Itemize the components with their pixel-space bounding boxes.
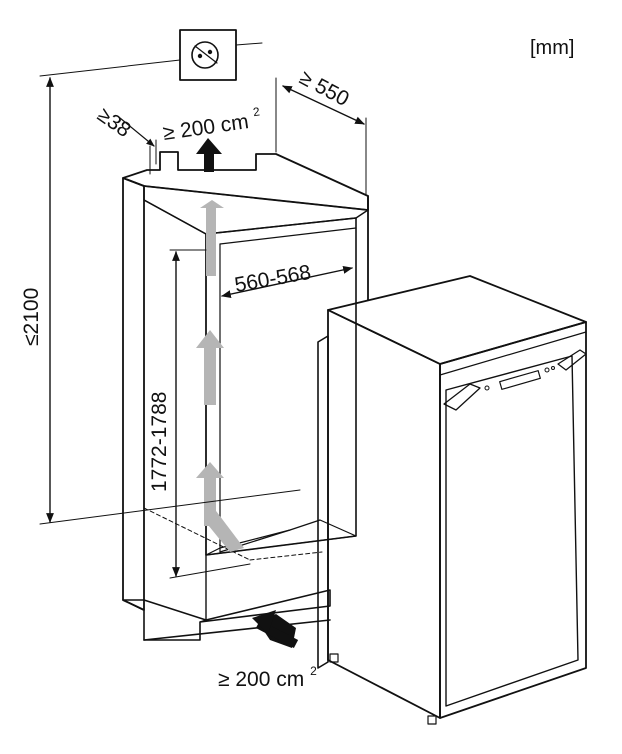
- vent-arrow-top: [196, 138, 222, 172]
- niche-height-label: 1772-1788: [148, 392, 171, 492]
- ventilation-bottom-value: ≥ 200 cm: [218, 668, 304, 691]
- airflow-arrow-bottom: [204, 495, 244, 552]
- depth-gap-label: ≥38: [93, 103, 135, 142]
- ventilation-arrows: [196, 138, 299, 648]
- dimension-lines: [39, 59, 367, 579]
- airflow-arrow-top: [200, 200, 224, 276]
- refrigerator: [317, 275, 587, 725]
- niche-width-label: 560-568: [233, 261, 313, 297]
- ventilation-top-exponent: 2: [252, 104, 261, 119]
- ventilation-bottom-exponent: 2: [310, 664, 317, 678]
- height-total-label: ≤2100: [20, 288, 43, 346]
- ventilation-top-value: ≥ 200 cm: [161, 110, 250, 145]
- airflow-arrows: [196, 200, 244, 552]
- ventilation-bottom-label: ≥ 200 cm 2: [218, 664, 317, 691]
- ventilation-top-label: ≥ 200 cm 2: [161, 104, 263, 145]
- airflow-arrow-middle: [196, 330, 224, 405]
- airflow-arrow-lower: [196, 462, 224, 526]
- unit-label: [mm]: [530, 37, 574, 59]
- power-socket-icon: [179, 29, 263, 81]
- niche-depth-label: ≥ 550: [296, 66, 353, 111]
